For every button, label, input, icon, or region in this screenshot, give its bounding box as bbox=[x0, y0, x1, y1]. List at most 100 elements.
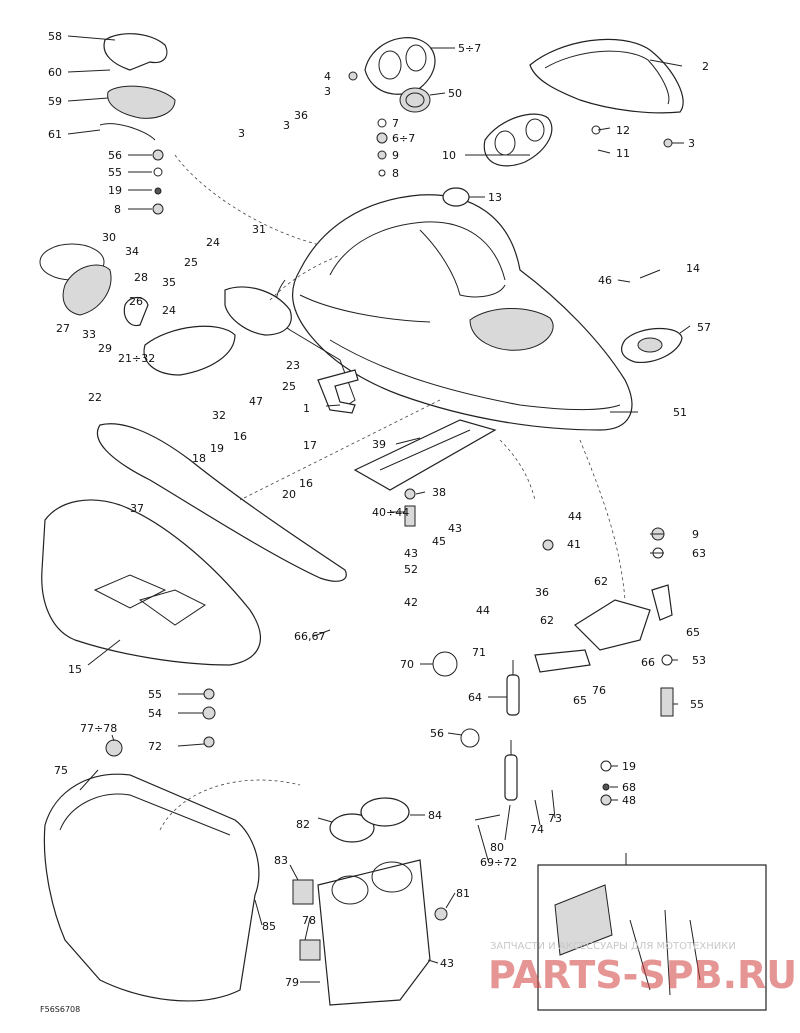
part-label: 36 bbox=[535, 586, 549, 599]
part-label: 3 bbox=[324, 85, 331, 98]
part-label: 11 bbox=[616, 147, 630, 160]
part-label: 72 bbox=[148, 740, 162, 753]
watermark-tagline: ЗАПЧАСТИ И АКСЕССУАРЫ ДЛЯ МОТОТЕХНИКИ bbox=[490, 941, 736, 952]
ring-part-13 bbox=[442, 187, 470, 207]
lower-panel-53 bbox=[41, 499, 261, 666]
part-label: 18 bbox=[192, 452, 206, 465]
drawing-code: F56S6708 bbox=[40, 1005, 80, 1014]
part-label: 43 bbox=[448, 522, 462, 535]
part-label: 6÷7 bbox=[392, 132, 415, 145]
part-label: 48 bbox=[622, 794, 636, 807]
part-label: 26 bbox=[129, 295, 143, 308]
part-label: 38 bbox=[432, 486, 446, 499]
part-label: 16 bbox=[233, 430, 247, 443]
part-label: 40÷44 bbox=[372, 506, 409, 519]
part-label: 20 bbox=[282, 488, 296, 501]
part-label: 28 bbox=[134, 271, 148, 284]
part-label: 71 bbox=[472, 646, 486, 659]
part-label: 25 bbox=[184, 256, 198, 269]
part-label: 19 bbox=[622, 760, 636, 773]
part-label: 54 bbox=[148, 707, 162, 720]
part-label: 42 bbox=[404, 596, 418, 609]
part-label: 51 bbox=[673, 406, 687, 419]
part-label: 27 bbox=[56, 322, 70, 335]
part-label: 34 bbox=[125, 245, 139, 258]
part-label: 57 bbox=[697, 321, 711, 334]
part-label: 65 bbox=[686, 626, 700, 639]
top-left-bracket-assembly bbox=[99, 33, 176, 141]
cup-holder-81 bbox=[317, 859, 431, 1006]
part-label: 9 bbox=[692, 528, 699, 541]
part-label: 66 bbox=[641, 656, 655, 669]
part-label: 29 bbox=[98, 342, 112, 355]
part-label: 35 bbox=[162, 276, 176, 289]
leader-lines bbox=[67, 35, 691, 983]
part-label: 24 bbox=[206, 236, 220, 249]
part-label: 50 bbox=[448, 87, 462, 100]
part-label: 77÷78 bbox=[80, 722, 117, 735]
part-label: 56 bbox=[430, 727, 444, 740]
part-label: 73 bbox=[548, 812, 562, 825]
part-label: 16 bbox=[299, 477, 313, 490]
tool-kit-box bbox=[537, 864, 767, 1011]
part-label: 80 bbox=[490, 841, 504, 854]
part-label: 70 bbox=[400, 658, 414, 671]
storage-bin bbox=[43, 773, 260, 1002]
cup-lid-80 bbox=[329, 813, 375, 843]
part-label: 52 bbox=[404, 563, 418, 576]
front-hull-cover bbox=[275, 194, 633, 431]
part-label: 55 bbox=[690, 698, 704, 711]
part-label: 44 bbox=[568, 510, 582, 523]
part-label: 23 bbox=[286, 359, 300, 372]
part-label: 41 bbox=[567, 538, 581, 551]
gas-strut-70 bbox=[506, 660, 520, 716]
part-label: 81 bbox=[456, 887, 470, 900]
part-label: 3 bbox=[688, 137, 695, 150]
part-label: 1 bbox=[303, 402, 310, 415]
part-label: 7 bbox=[392, 117, 399, 130]
part-label: 2 bbox=[702, 60, 709, 73]
part-label: 59 bbox=[48, 95, 62, 108]
part-label: 14 bbox=[686, 262, 700, 275]
part-label: 58 bbox=[48, 30, 62, 43]
part-label: 19 bbox=[108, 184, 122, 197]
part-label: 15 bbox=[68, 663, 82, 676]
part-label: 66,67 bbox=[294, 630, 326, 643]
part-label: 17 bbox=[303, 439, 317, 452]
part-label: 8 bbox=[114, 203, 121, 216]
bracket-37 bbox=[353, 419, 497, 491]
left-mirror-assembly bbox=[39, 243, 292, 376]
part-label: 8 bbox=[392, 167, 399, 180]
part-label: 60 bbox=[48, 66, 62, 79]
part-label: 5÷7 bbox=[458, 42, 481, 55]
hardware-fasteners bbox=[105, 71, 674, 961]
part-label: 74 bbox=[530, 823, 544, 836]
side-cap-14 bbox=[621, 327, 683, 364]
part-label: 62 bbox=[540, 614, 554, 627]
part-label: 39 bbox=[372, 438, 386, 451]
part-label: 36 bbox=[294, 109, 308, 122]
part-label: 69÷72 bbox=[480, 856, 517, 869]
part-label: 4 bbox=[324, 70, 331, 83]
part-label: 43 bbox=[440, 957, 454, 970]
watermark-brand: PARTS-SPB.RU bbox=[488, 953, 797, 997]
part-label: 3 bbox=[283, 119, 290, 132]
shock-69-72 bbox=[504, 740, 518, 801]
part-label: 61 bbox=[48, 128, 62, 141]
part-label: 32 bbox=[212, 409, 226, 422]
part-label: 45 bbox=[432, 535, 446, 548]
part-label: 55 bbox=[148, 688, 162, 701]
windshield bbox=[529, 38, 684, 114]
part-label: 44 bbox=[476, 604, 490, 617]
part-label: 83 bbox=[274, 854, 288, 867]
part-label: 12 bbox=[616, 124, 630, 137]
part-label: 65 bbox=[573, 694, 587, 707]
part-label: 22 bbox=[88, 391, 102, 404]
part-label: 53 bbox=[692, 654, 706, 667]
part-label: 24 bbox=[162, 304, 176, 317]
part-label: 30 bbox=[102, 231, 116, 244]
part-label: 79 bbox=[285, 976, 299, 989]
part-label: 78 bbox=[302, 914, 316, 927]
part-label: 64 bbox=[468, 691, 482, 704]
part-label: 9 bbox=[392, 149, 399, 162]
